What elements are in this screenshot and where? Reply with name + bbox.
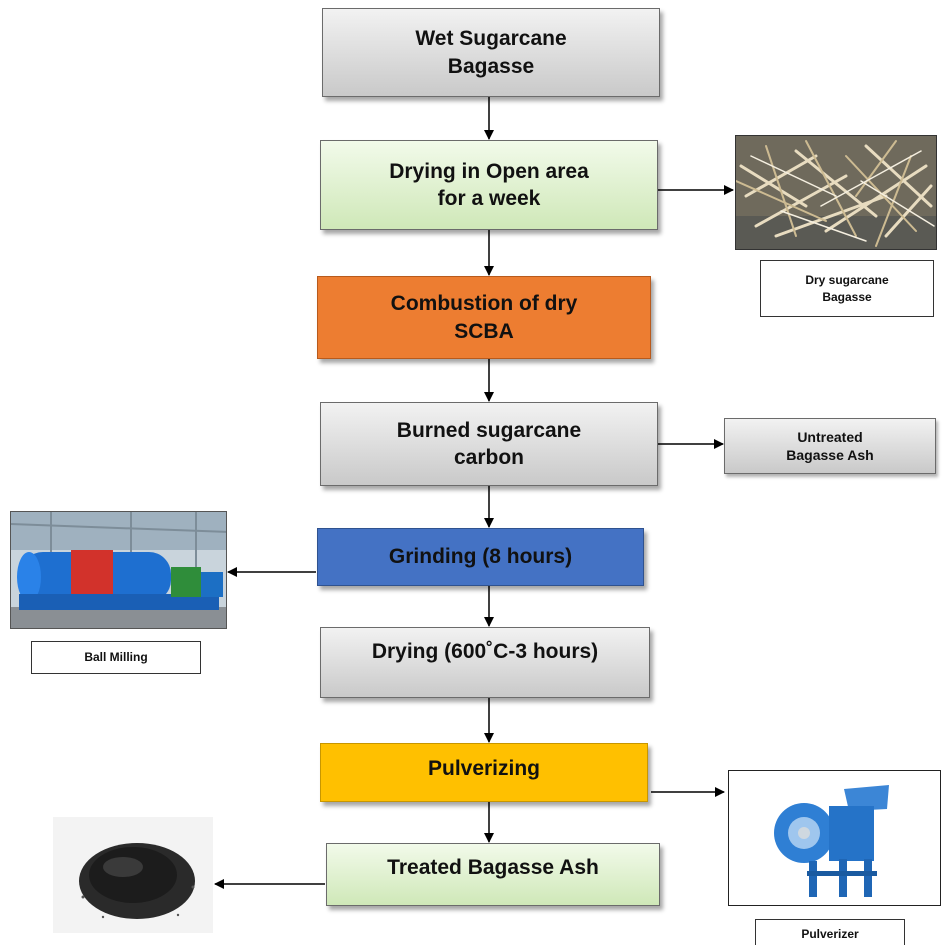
step-combustion-label: Combustion of dry SCBA xyxy=(390,292,578,343)
untreated-ash-box: Untreated Bagasse Ash xyxy=(724,418,936,474)
step-burned-carbon: Burned sugarcane carbon xyxy=(320,402,658,486)
step-drying-600-label: Drying (600˚C-3 hours) xyxy=(371,640,599,663)
step-pulverizing-label: Pulverizing xyxy=(427,757,541,780)
step-grinding-label: Grinding (8 hours) xyxy=(388,545,573,569)
step-combustion: Combustion of dry SCBA xyxy=(317,276,651,359)
untreated-ash-label: Untreated Bagasse Ash xyxy=(786,428,874,463)
step-burned-carbon-label: Burned sugarcane carbon xyxy=(396,418,582,469)
step-drying-600: Drying (600˚C-3 hours) xyxy=(320,627,650,698)
dry-bagasse-caption-text: Dry sugarcane Bagasse xyxy=(805,273,889,304)
dry-bagasse-photo xyxy=(735,135,937,250)
step-drying-open-area-label: Drying in Open area for a week xyxy=(389,159,589,210)
ball-milling-caption-text: Ball Milling xyxy=(84,650,148,665)
ball-mill-photo xyxy=(10,511,227,629)
step-wet-bagasse: Wet Sugarcane Bagasse xyxy=(322,8,660,97)
step-treated-ash-label: Treated Bagasse Ash xyxy=(387,856,599,879)
step-pulverizing: Pulverizing xyxy=(320,743,648,802)
ball-milling-caption: Ball Milling xyxy=(31,641,201,674)
step-wet-bagasse-label: Wet Sugarcane Bagasse xyxy=(415,27,567,78)
pulverizer-caption-text: Pulverizer xyxy=(801,927,859,941)
step-drying-open-area: Drying in Open area for a week xyxy=(320,140,658,230)
step-treated-ash: Treated Bagasse Ash xyxy=(326,843,660,906)
treated-ash-photo xyxy=(53,817,213,933)
pulverizer-caption: Pulverizer xyxy=(755,919,905,945)
pulverizer-photo xyxy=(728,770,941,906)
dry-bagasse-caption: Dry sugarcane Bagasse xyxy=(760,260,934,317)
step-grinding: Grinding (8 hours) xyxy=(317,528,644,586)
